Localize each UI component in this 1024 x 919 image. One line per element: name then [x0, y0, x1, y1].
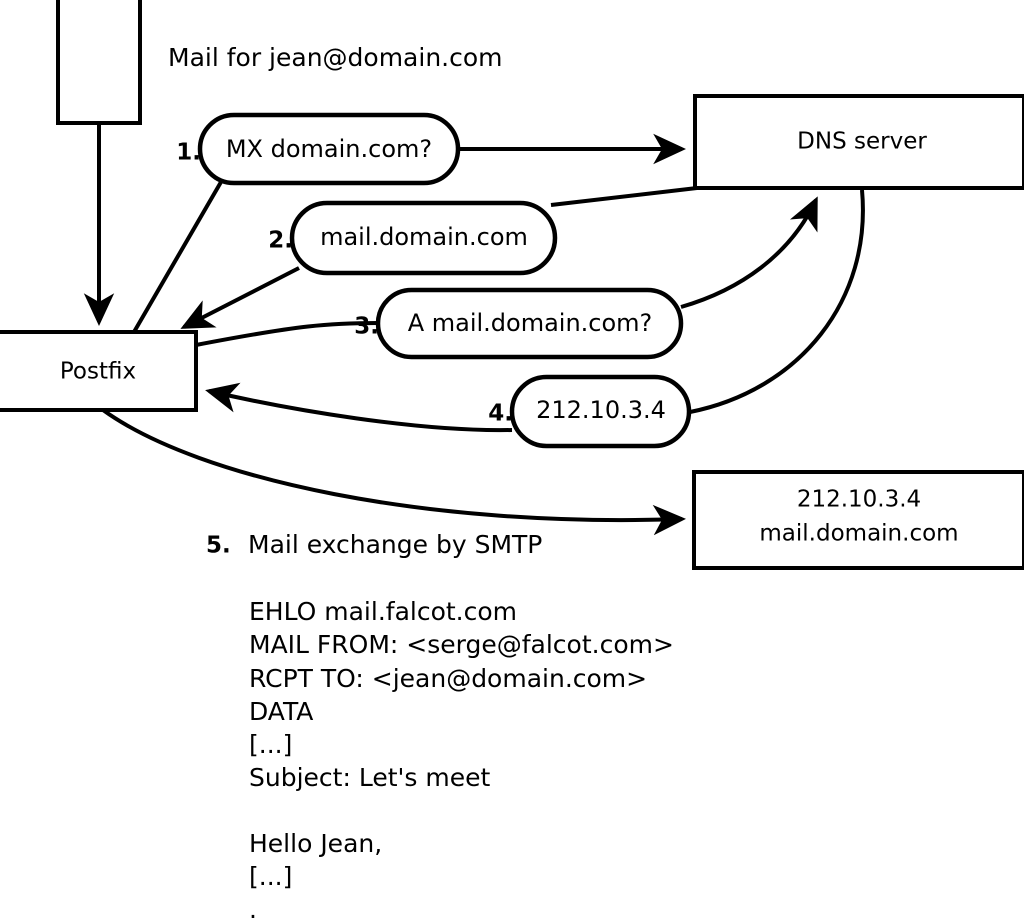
edge-postfix-to-step3	[195, 321, 379, 347]
edge-dns-to-step4	[689, 189, 865, 414]
transcript-line: [...]	[249, 862, 292, 891]
node-mail-server-hostname: mail.domain.com	[759, 521, 958, 547]
transcript-line: .	[249, 895, 257, 919]
step-5-label: Mail exchange by SMTP	[248, 530, 542, 559]
bubble-step-3-label: A mail.domain.com?	[408, 309, 653, 337]
node-mail-server-ip: 212.10.3.4	[797, 487, 921, 513]
transcript-line: MAIL FROM: <serge@falcot.com>	[249, 630, 674, 659]
bubble-step-4	[509, 374, 692, 449]
bubble-step-2-label: mail.domain.com	[320, 223, 528, 251]
node-dns-server-box	[693, 94, 1024, 190]
step-4-number: 4.	[488, 401, 513, 427]
smtp-transcript: EHLO mail.falcot.com MAIL FROM: <serge@f…	[249, 597, 674, 919]
transcript-line: DATA	[249, 697, 313, 726]
transcript-line: EHLO mail.falcot.com	[249, 597, 517, 626]
step-2-number: 2.	[268, 228, 293, 254]
transcript-line: [...]	[249, 730, 292, 759]
transcript-line: Subject: Let's meet	[249, 763, 490, 792]
step-5-number: 5.	[206, 533, 231, 559]
edge-step3-to-dns	[680, 196, 818, 309]
node-dns-server-label: DNS server	[797, 129, 927, 155]
transcript-line: RCPT TO: <jean@domain.com>	[249, 664, 647, 693]
node-mail-server-box	[692, 470, 1024, 570]
node-postfix-box	[0, 330, 198, 412]
edge-step2-to-postfix	[180, 266, 300, 329]
edge-dns-to-step2	[550, 186, 698, 207]
bubble-step-1	[197, 112, 461, 186]
node-client-box	[56, 0, 142, 125]
step-3-number: 3.	[354, 314, 379, 340]
caption-mail-for: Mail for jean@domain.com	[168, 43, 503, 72]
edge-postfix-to-mailserver	[101, 408, 686, 536]
edge-step1-from-postfix	[132, 180, 223, 334]
bubble-step-4-label: 212.10.3.4	[536, 396, 666, 424]
bubble-step-2	[289, 200, 558, 276]
bubble-step-3	[375, 287, 684, 360]
node-postfix-label: Postfix	[60, 359, 136, 385]
edge-step4-to-postfix	[205, 382, 513, 433]
step-1-number: 1.	[176, 140, 201, 166]
bubble-step-1-label: MX domain.com?	[226, 135, 432, 163]
transcript-line: Hello Jean,	[249, 829, 382, 858]
